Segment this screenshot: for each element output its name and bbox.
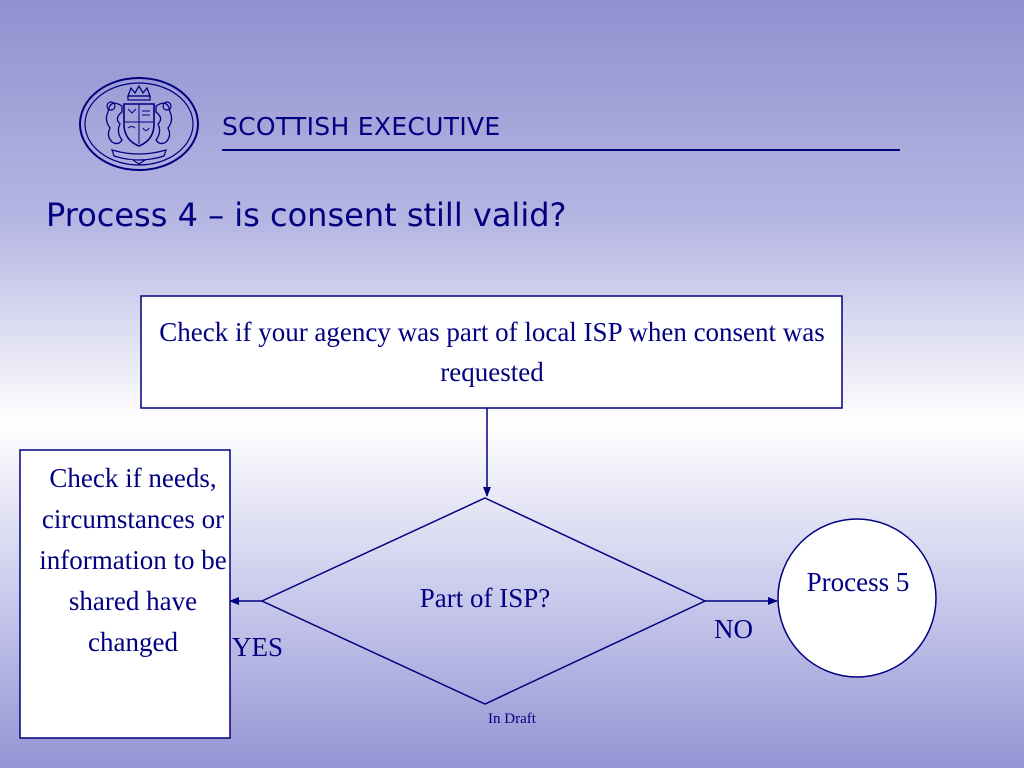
header-divider: [222, 149, 900, 151]
left-process-box: [19, 449, 231, 739]
slide-title: Process 4 – is consent still valid?: [46, 196, 567, 234]
decision-diamond: [260, 497, 707, 705]
top-box-label: Check if your agency was part of local I…: [159, 317, 825, 387]
organization-name: SCOTTISH EXECUTIVE: [222, 112, 501, 141]
no-branch-label: NO: [714, 614, 753, 644]
left-box-label: Check if needs, circumstances or informa…: [39, 463, 227, 657]
process-5-label: Process 5: [806, 567, 910, 597]
process-5-circle: [777, 518, 937, 678]
decision-label: Part of ISP?: [419, 583, 551, 613]
draft-note: In Draft: [488, 711, 536, 727]
yes-branch-label: YES: [232, 632, 284, 662]
top-process-box: [140, 295, 843, 409]
royal-coat-of-arms-icon: [79, 77, 199, 171]
